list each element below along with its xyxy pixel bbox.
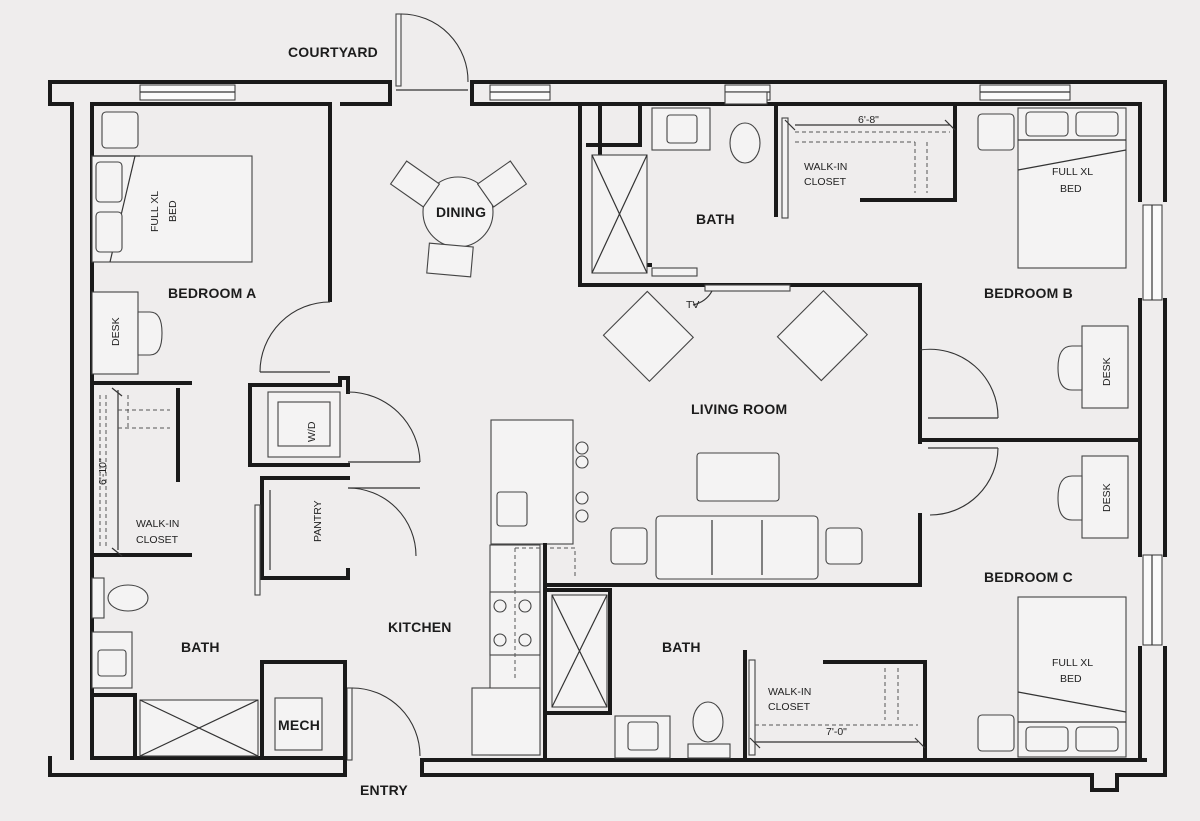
label-bedroom-b: BEDROOM B — [984, 285, 1073, 301]
label-closet-a-line1: WALK-IN — [136, 518, 179, 530]
windows — [139, 84, 1163, 646]
bath-b — [578, 91, 957, 347]
entry-door — [346, 687, 421, 761]
dining-set — [389, 160, 528, 278]
label-dim-a: 6'-10" — [97, 458, 109, 485]
nightstand — [101, 111, 139, 149]
bedroom-a — [90, 102, 347, 760]
label-bed-c-line2: BED — [1060, 673, 1082, 685]
label-desk-c: DESK — [1101, 483, 1113, 512]
label-bed-c-line1: FULL XL — [1052, 657, 1093, 669]
label-mech: MECH — [278, 717, 320, 733]
label-bed-b-line2: BED — [1060, 183, 1082, 195]
label-bath-c: BATH — [662, 639, 701, 655]
label-dim-c: 7'-0" — [826, 726, 847, 738]
label-bath-a: BATH — [181, 639, 220, 655]
label-closet-b-line2: CLOSET — [804, 176, 847, 188]
bath-c — [543, 543, 927, 762]
label-courtyard: COURTYARD — [288, 44, 378, 60]
label-tv: TV — [686, 299, 699, 311]
label-desk-b: DESK — [1101, 357, 1113, 386]
label-bed-a-line1: FULL XL — [149, 191, 161, 232]
desk — [91, 291, 139, 375]
label-living-room: LIVING ROOM — [691, 401, 787, 417]
label-dining: DINING — [436, 204, 486, 220]
bedroom-b — [918, 107, 1142, 516]
kitchen — [471, 419, 589, 756]
label-desk-a: DESK — [110, 317, 122, 346]
bedroom-c — [977, 455, 1129, 758]
label-wd: W/D — [306, 421, 318, 442]
label-kitchen: KITCHEN — [388, 619, 452, 635]
label-bedroom-a: BEDROOM A — [168, 285, 256, 301]
living-room — [543, 284, 922, 587]
label-dim-b: 6'-8" — [858, 114, 879, 126]
label-closet-b-line1: WALK-IN — [804, 161, 847, 173]
label-entry: ENTRY — [360, 782, 408, 798]
label-bath-b: BATH — [696, 211, 735, 227]
label-bed-a-line2: BED — [167, 200, 179, 222]
label-pantry: PANTRY — [312, 500, 324, 542]
label-closet-a-line2: CLOSET — [136, 534, 179, 546]
labels: COURTYARD ENTRY DINING BEDROOM A BEDROOM… — [97, 44, 1113, 798]
label-bed-b-line1: FULL XL — [1052, 166, 1093, 178]
laundry-pantry — [248, 301, 421, 596]
label-closet-c-line2: CLOSET — [768, 701, 811, 713]
label-closet-c-line1: WALK-IN — [768, 686, 811, 698]
courtyard-door — [395, 13, 469, 91]
label-bedroom-c: BEDROOM C — [984, 569, 1073, 585]
